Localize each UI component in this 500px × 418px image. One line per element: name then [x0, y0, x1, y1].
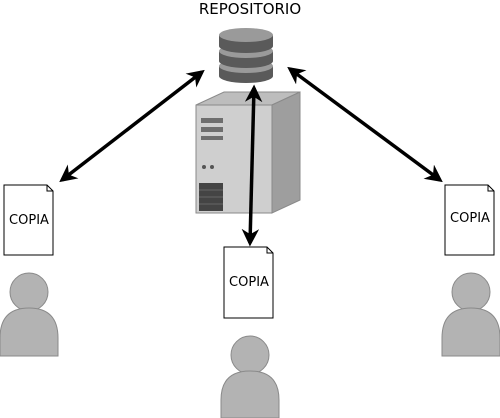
database-icon — [219, 28, 273, 83]
copy-document-center: COPIA — [223, 246, 274, 319]
server-tower-icon — [195, 91, 301, 214]
arrow-repository-left-copy — [59, 69, 205, 183]
user-icon-right — [441, 272, 500, 357]
repository-label: REPOSITORIO — [199, 0, 301, 18]
user-icon-center — [220, 335, 280, 418]
copy-document-right: COPIA — [444, 184, 495, 256]
arrow-repository-right-copy — [287, 66, 443, 183]
copy-label-center: COPIA — [229, 275, 269, 290]
copy-label-right: COPIA — [450, 211, 490, 226]
copy-document-left: COPIA — [3, 184, 54, 256]
arrow-repository-center-copy — [241, 84, 263, 247]
user-icon-left — [0, 272, 59, 357]
copy-label-left: COPIA — [9, 213, 49, 228]
